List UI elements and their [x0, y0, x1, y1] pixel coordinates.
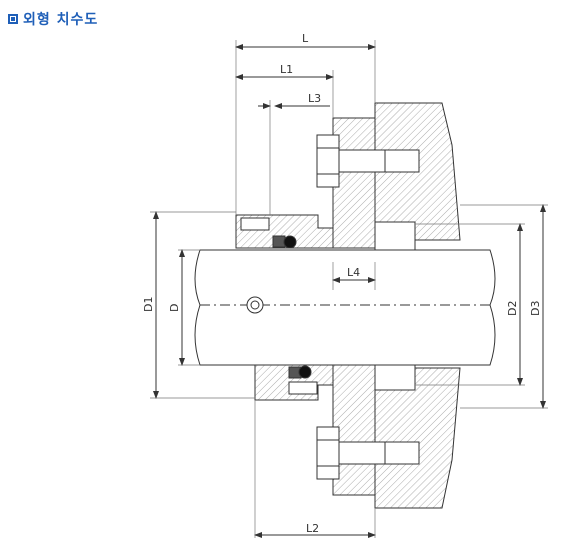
seat-lower: [374, 361, 416, 391]
o-ring-lower: [298, 365, 312, 379]
shaft: [194, 249, 496, 366]
label-L1: L1: [280, 63, 293, 76]
label-L: L: [302, 32, 309, 45]
label-D1: D1: [142, 297, 155, 312]
bolt-head-lower: [316, 426, 340, 480]
seat-upper: [374, 221, 416, 251]
section-header: 외형 치수도: [8, 9, 98, 29]
label-D: D: [168, 304, 181, 312]
o-ring-box-upper: [272, 235, 286, 248]
square-bullet-icon: [8, 14, 18, 24]
set-screw-lower: [288, 381, 318, 395]
set-screw-upper: [240, 217, 270, 231]
label-L2: L2: [306, 522, 319, 535]
bolt-head-upper: [316, 134, 340, 188]
bolt-shank-upper: [338, 149, 420, 173]
o-ring-upper: [283, 235, 297, 249]
section-title: 외형 치수도: [23, 12, 99, 28]
label-D3: D3: [529, 301, 542, 316]
label-D2: D2: [506, 301, 519, 316]
label-L4: L4: [347, 266, 360, 279]
bolt-shank-lower: [338, 441, 420, 465]
label-L3: L3: [308, 92, 321, 105]
